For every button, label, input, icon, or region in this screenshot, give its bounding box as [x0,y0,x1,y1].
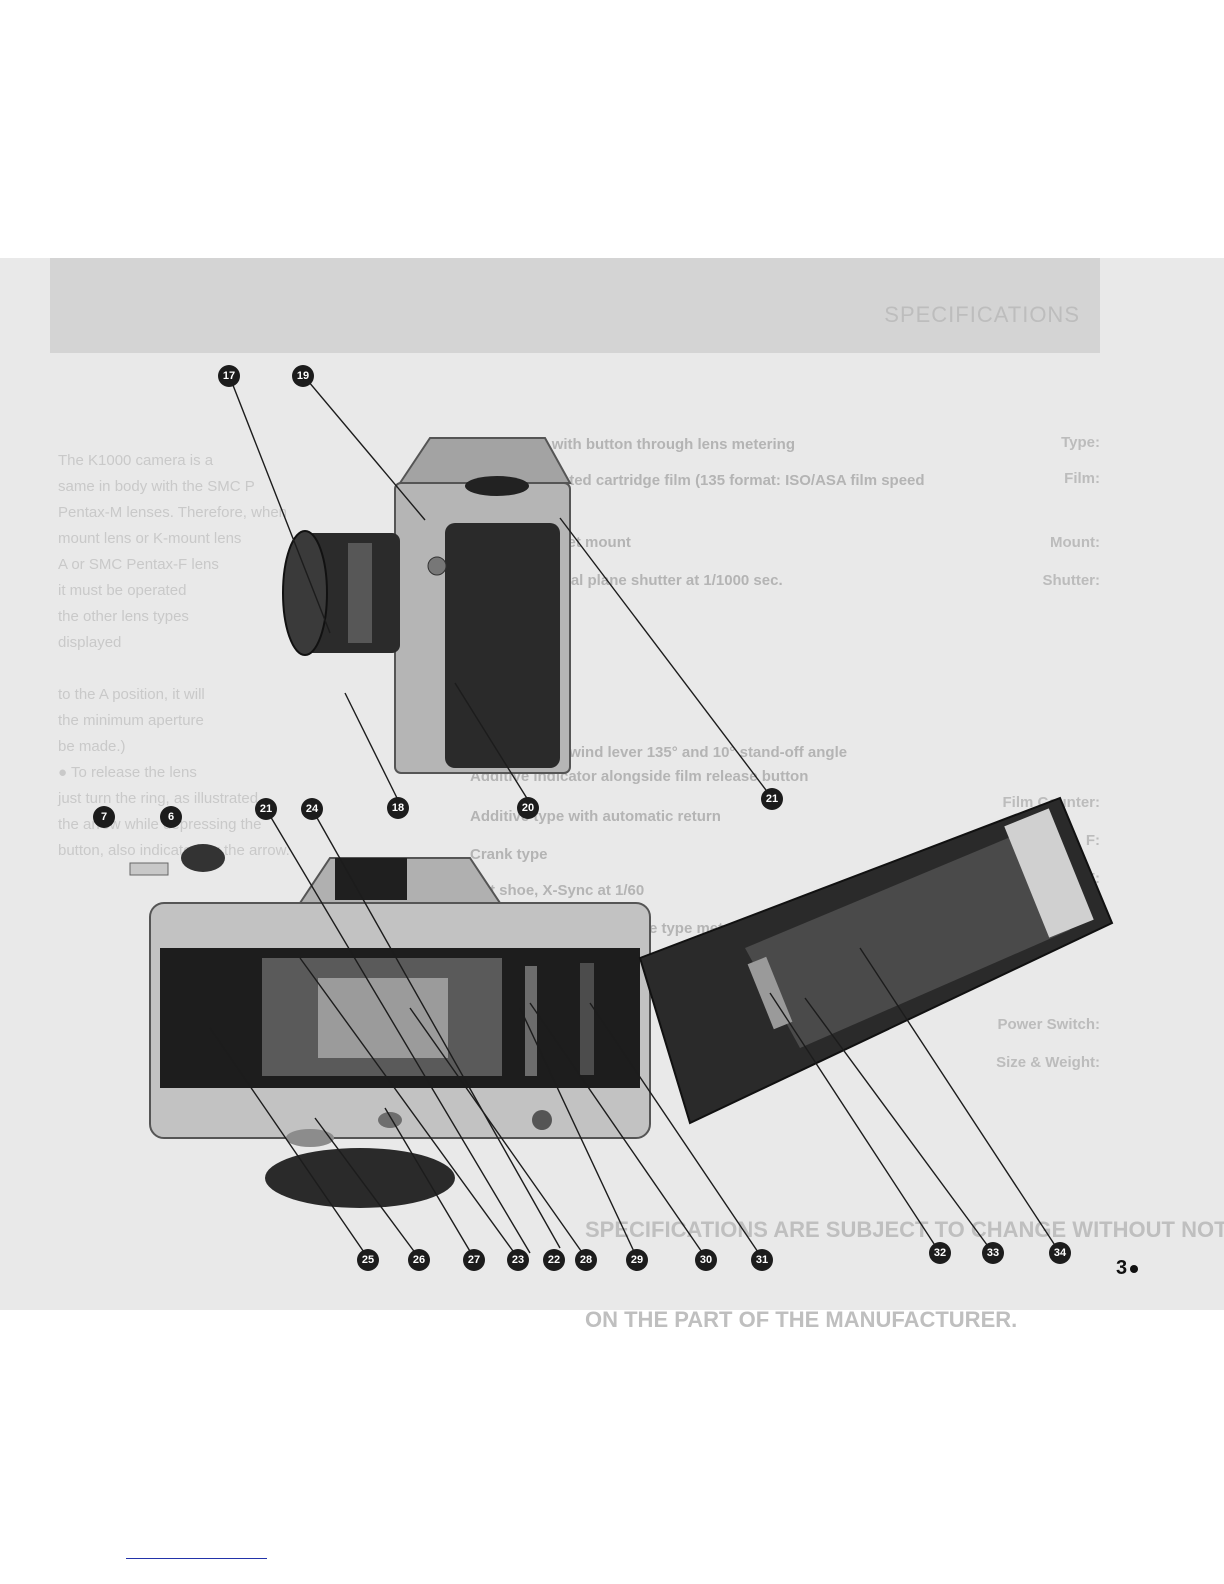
callout-21-lower: 21 [255,798,277,820]
underline-link[interactable] [126,1558,267,1559]
background-paragraph-line: it must be operated [58,582,187,599]
bullet-dot [1130,1264,1139,1273]
page-number: 3 [1116,1257,1139,1280]
callout-22: 22 [543,1249,565,1271]
spec-line: Crank type [470,846,548,863]
spec-label: Film: [1064,470,1100,487]
camera-side-view [282,437,572,774]
page-title: SPECIFICATIONS [884,302,1080,327]
spec-label: Shutter: [1042,572,1101,589]
spec-label: Mount: [1050,534,1100,551]
callout-30: 30 [695,1249,717,1271]
callout-28: 28 [575,1249,597,1271]
background-paragraph-line: ● To release the lens [58,764,197,781]
background-paragraph-line: A or SMC Pentax-F lens [58,556,219,573]
camera-open-back [129,796,1114,1208]
background-paragraph-line: same in body with the SMC P [58,478,255,495]
header-band: SPECIFICATIONS [50,258,1100,353]
callout-29: 29 [626,1249,648,1271]
background-paragraph-line: button, also indicated by the arrow. [58,842,290,859]
background-paragraph-line: just turn the ring, as illustrated [58,790,259,807]
callout-23: 23 [507,1249,529,1271]
background-paragraph-line: to the A position, it will [58,686,205,703]
callout-26: 26 [408,1249,430,1271]
notice-line-1: SPECIFICATIONS ARE SUBJECT TO CHANGE WIT… [585,1217,1224,1242]
callout-6: 6 [160,806,182,828]
camera-illustration [129,374,1114,1259]
callout-20: 20 [517,797,539,819]
background-paragraph-line: displayed [58,634,122,651]
background-paragraph-line: the minimum aperture [58,712,204,729]
specification-notice: SPECIFICATIONS ARE SUBJECT TO CHANGE WIT… [585,1155,1224,1395]
callout-34: 34 [1049,1242,1071,1264]
spec-label: F: [1085,832,1100,849]
leader-lines [209,374,1061,1259]
callout-18: 18 [387,797,409,819]
background-paragraph-line: be made.) [58,738,126,755]
background-paragraph-line: The K1000 camera is a [58,452,214,469]
spec-line: Additive type with automatic return [470,808,721,825]
background-paragraph-line: mount lens or K-mount lens [58,530,242,547]
spec-label: Type: [1061,434,1100,451]
callout-31: 31 [751,1249,773,1271]
callout-33: 33 [982,1242,1004,1264]
callout-19: 19 [292,365,314,387]
background-paragraph-line: Pentax-M lenses. Therefore, when [58,504,288,521]
callout-27: 27 [463,1249,485,1271]
callout-25: 25 [357,1249,379,1271]
spec-label: Power Switch: [997,1016,1100,1033]
spec-label: Size & Weight: [996,1054,1100,1071]
background-paragraph-line: the other lens types [58,608,189,625]
callout-32: 32 [929,1242,951,1264]
callout-21-upper: 21 [761,788,783,810]
notice-line-2: ON THE PART OF THE MANUFACTURER. [585,1307,1018,1332]
callout-7: 7 [93,806,115,828]
callout-24: 24 [301,798,323,820]
callout-17: 17 [218,365,240,387]
